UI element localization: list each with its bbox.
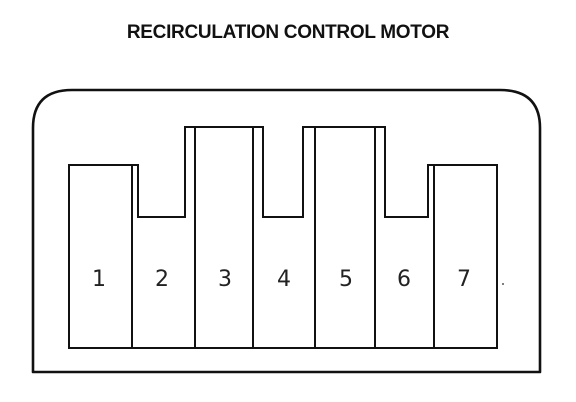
pin-cavity-7	[433, 164, 498, 349]
pin-label-2: 2	[155, 267, 169, 292]
pin-label-5: 5	[339, 267, 353, 292]
pin-label-4: 4	[277, 267, 291, 292]
pin-cavity-5	[314, 126, 376, 349]
pin-label-7: 7	[457, 267, 471, 292]
connector-housing	[31, 88, 542, 374]
pin-label-6: 6	[397, 267, 411, 292]
pin-cavity-6	[375, 126, 434, 218]
pin-cavity-2	[132, 126, 195, 218]
diagram-title: RECIRCULATION CONTROL MOTOR	[126, 22, 450, 43]
pin-cavity-3	[194, 126, 254, 349]
pin-cavity-4	[253, 126, 315, 218]
pin-label-1: 1	[92, 267, 106, 292]
pin-cavity-1	[68, 164, 133, 349]
scan-speck	[502, 283, 504, 285]
pin-label-3: 3	[218, 267, 232, 292]
